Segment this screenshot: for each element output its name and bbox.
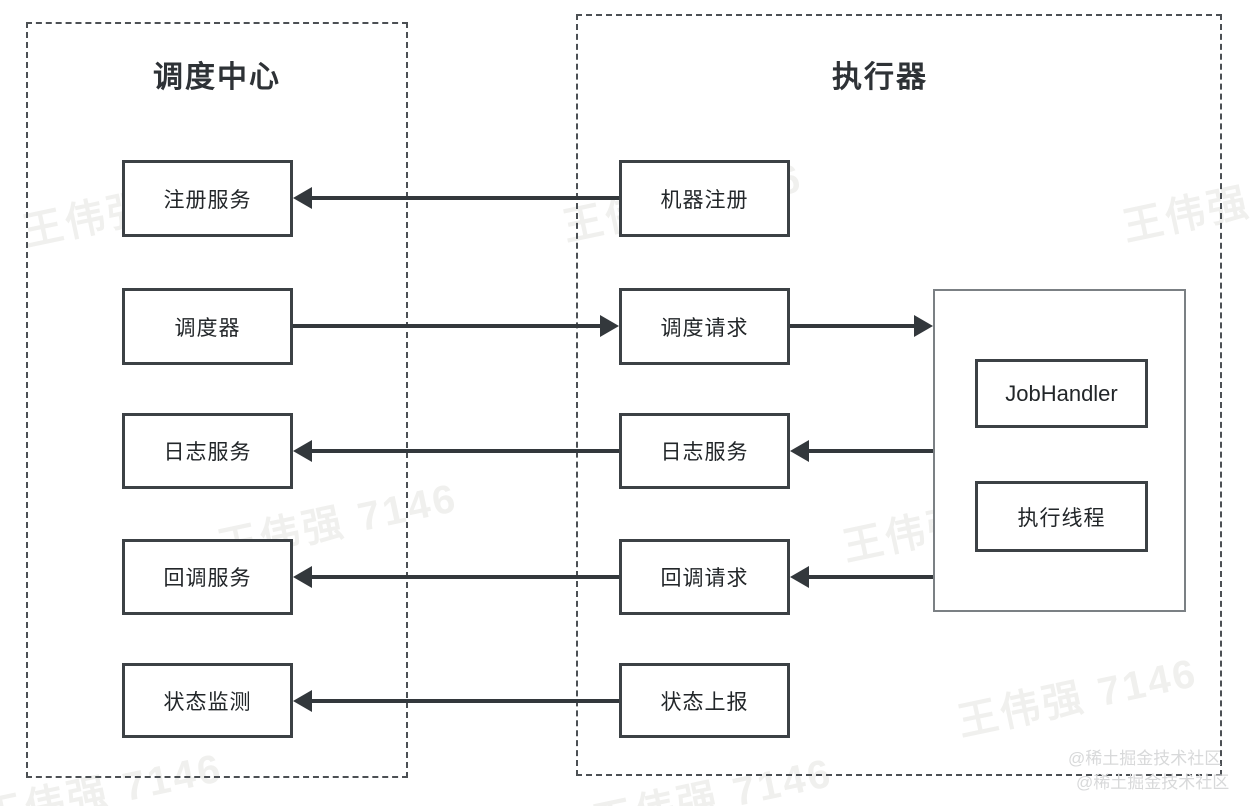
node-callback-request[interactable]: 回调请求	[619, 539, 790, 615]
edge-callback-request-to-callback-service	[312, 575, 619, 579]
arrow-head-left-icon	[293, 690, 312, 712]
edge-log-service-exec-to-log-service	[312, 449, 619, 453]
arrow-head-right-icon	[600, 315, 619, 337]
edge-runtime-to-callback-request	[809, 575, 935, 579]
node-schedule-request[interactable]: 调度请求	[619, 288, 790, 365]
executor-runtime-container: JobHandler 执行线程	[933, 289, 1186, 612]
node-log-service-exec[interactable]: 日志服务	[619, 413, 790, 489]
node-status-report[interactable]: 状态上报	[619, 663, 790, 738]
edge-schedule-request-to-runtime	[790, 324, 914, 328]
scheduler-zone-title: 调度中心	[153, 61, 281, 94]
node-scheduler[interactable]: 调度器	[122, 288, 293, 365]
arrow-head-left-icon	[293, 187, 312, 209]
edge-runtime-to-log-service-exec	[809, 449, 935, 453]
executor-zone-title: 执行器	[832, 61, 928, 94]
node-execution-thread[interactable]: 执行线程	[975, 481, 1148, 552]
arrow-head-left-icon	[293, 440, 312, 462]
node-callback-service[interactable]: 回调服务	[122, 539, 293, 615]
arrow-head-left-icon	[293, 566, 312, 588]
edge-machine-register-to-register-service	[312, 196, 619, 200]
node-log-service[interactable]: 日志服务	[122, 413, 293, 489]
edge-status-report-to-status-monitor	[312, 699, 619, 703]
edge-scheduler-to-schedule-request	[293, 324, 600, 328]
arrow-head-right-icon	[914, 315, 933, 337]
arrow-head-left-icon	[790, 566, 809, 588]
node-register-service[interactable]: 注册服务	[122, 160, 293, 237]
node-job-handler[interactable]: JobHandler	[975, 359, 1148, 428]
executor-zone	[576, 14, 1222, 776]
node-status-monitor[interactable]: 状态监测	[122, 663, 293, 738]
arrow-head-left-icon	[790, 440, 809, 462]
scheduler-zone	[26, 22, 408, 778]
node-machine-register[interactable]: 机器注册	[619, 160, 790, 237]
